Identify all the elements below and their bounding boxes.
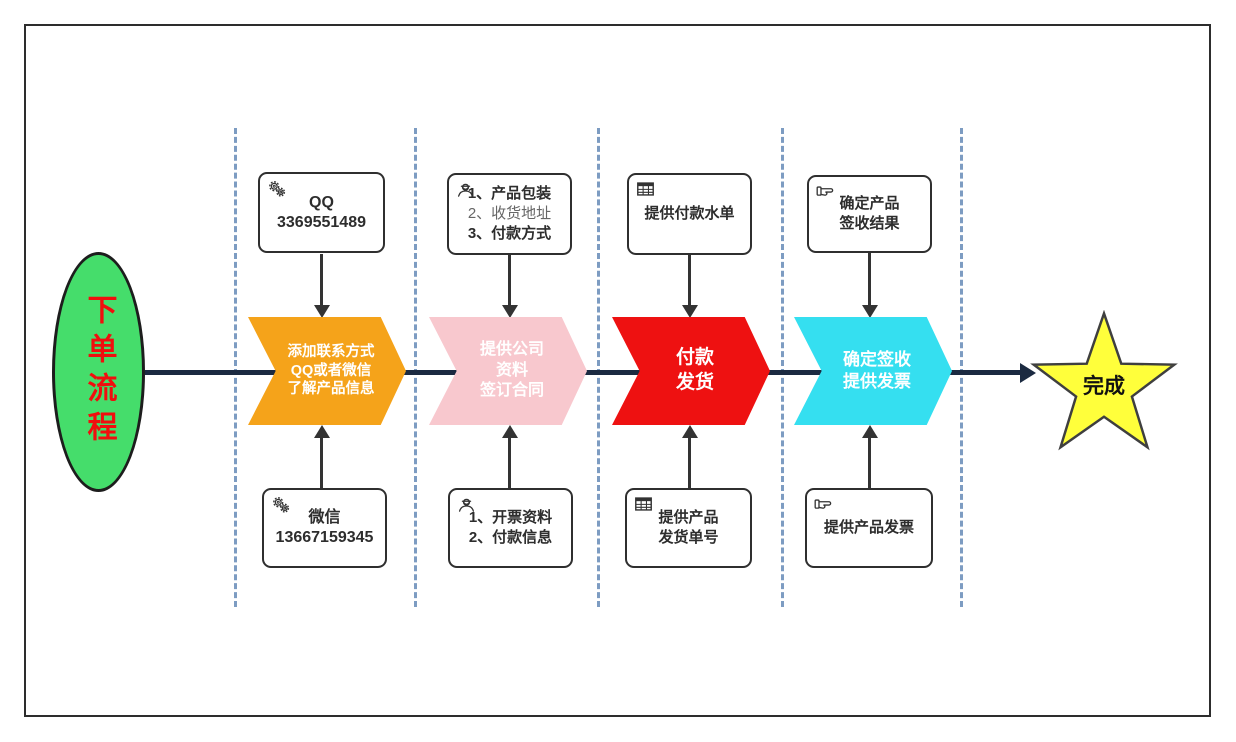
gears-icon (271, 496, 291, 514)
box-text-line: 发货单号 (658, 529, 719, 546)
start-node: 下单流程 (52, 252, 145, 492)
lane-divider-3 (597, 128, 600, 607)
stage1-top-box: QQ 3369551489 (258, 172, 385, 253)
box-text-line: 2、付款信息 (468, 529, 553, 546)
box-text-line: 2、收货地址 (467, 205, 552, 222)
box-text-line: 3369551489 (277, 213, 366, 231)
stage2-top-box: 1、产品包装 2、收货地址 3、付款方式 (447, 173, 572, 255)
box-text-line: 13667159345 (275, 529, 374, 546)
arrow-up-icon (314, 425, 330, 438)
lane-divider-2 (414, 128, 417, 607)
stage4-top-box: 确定产品 签收结果 (807, 175, 932, 253)
end-node-label: 完成 (1083, 374, 1125, 398)
connector-line (868, 253, 871, 306)
box-text-line: 提供付款水单 (644, 205, 735, 222)
connector-line (688, 437, 691, 488)
start-node-label: 下单流程 (82, 294, 116, 450)
table-icon (636, 181, 655, 197)
stage1-chevron: 添加联系方式 QQ或者微信 了解产品信息 (248, 317, 406, 425)
stage2-chevron-label: 提供公司 资料 签订合同 (479, 340, 544, 400)
stage3-bottom-box: 提供产品 发货单号 (625, 488, 752, 568)
worker-icon (456, 181, 475, 197)
lane-divider-4 (781, 128, 784, 607)
gears-icon (267, 180, 287, 198)
box-text-line: 签收结果 (839, 215, 900, 232)
connector-line (320, 254, 323, 306)
arrow-down-icon (682, 305, 698, 318)
star-shape (1030, 309, 1178, 451)
worker-icon (457, 496, 476, 512)
connector-line (868, 437, 871, 488)
box-text-line: 微信 (308, 509, 341, 526)
arrow-up-icon (502, 425, 518, 438)
lane-divider-5 (960, 128, 963, 607)
stage1-bottom-box: 微信 13667159345 (262, 488, 387, 568)
connector-line (508, 437, 511, 488)
stage4-chevron-label: 确定签收 提供发票 (843, 349, 911, 391)
connector-line (508, 255, 511, 306)
box-text-line: 1、产品包装 (467, 185, 552, 202)
arrow-up-icon (862, 425, 878, 438)
hand-icon (814, 496, 833, 512)
end-node: 完成 (1030, 309, 1178, 451)
arrow-up-icon (682, 425, 698, 438)
connector-line (320, 437, 323, 488)
main-flow-arrowhead-icon (1020, 363, 1036, 383)
arrow-down-icon (862, 305, 878, 318)
table-icon (634, 496, 653, 512)
box-text-line: QQ (309, 193, 334, 211)
lane-divider-1 (234, 128, 237, 607)
hand-icon (816, 183, 835, 199)
box-text-line: 提供产品 (658, 509, 719, 526)
arrow-down-icon (502, 305, 518, 318)
stage2-bottom-box: 1、开票资料 2、付款信息 (448, 488, 573, 568)
connector-line (688, 255, 691, 306)
stage4-bottom-box: 提供产品发票 (805, 488, 933, 568)
stage3-chevron-label: 付款 发货 (675, 347, 714, 393)
box-text-line: 提供产品发票 (823, 519, 914, 536)
box-text-line: 确定产品 (839, 195, 900, 212)
stage1-chevron-label: 添加联系方式 QQ或者微信 了解产品信息 (287, 343, 375, 398)
box-text-line: 1、开票资料 (468, 509, 553, 526)
arrow-down-icon (314, 305, 330, 318)
box-text-line: 3、付款方式 (467, 225, 552, 242)
stage3-top-box: 提供付款水单 (627, 173, 752, 255)
star-icon (1030, 309, 1178, 451)
